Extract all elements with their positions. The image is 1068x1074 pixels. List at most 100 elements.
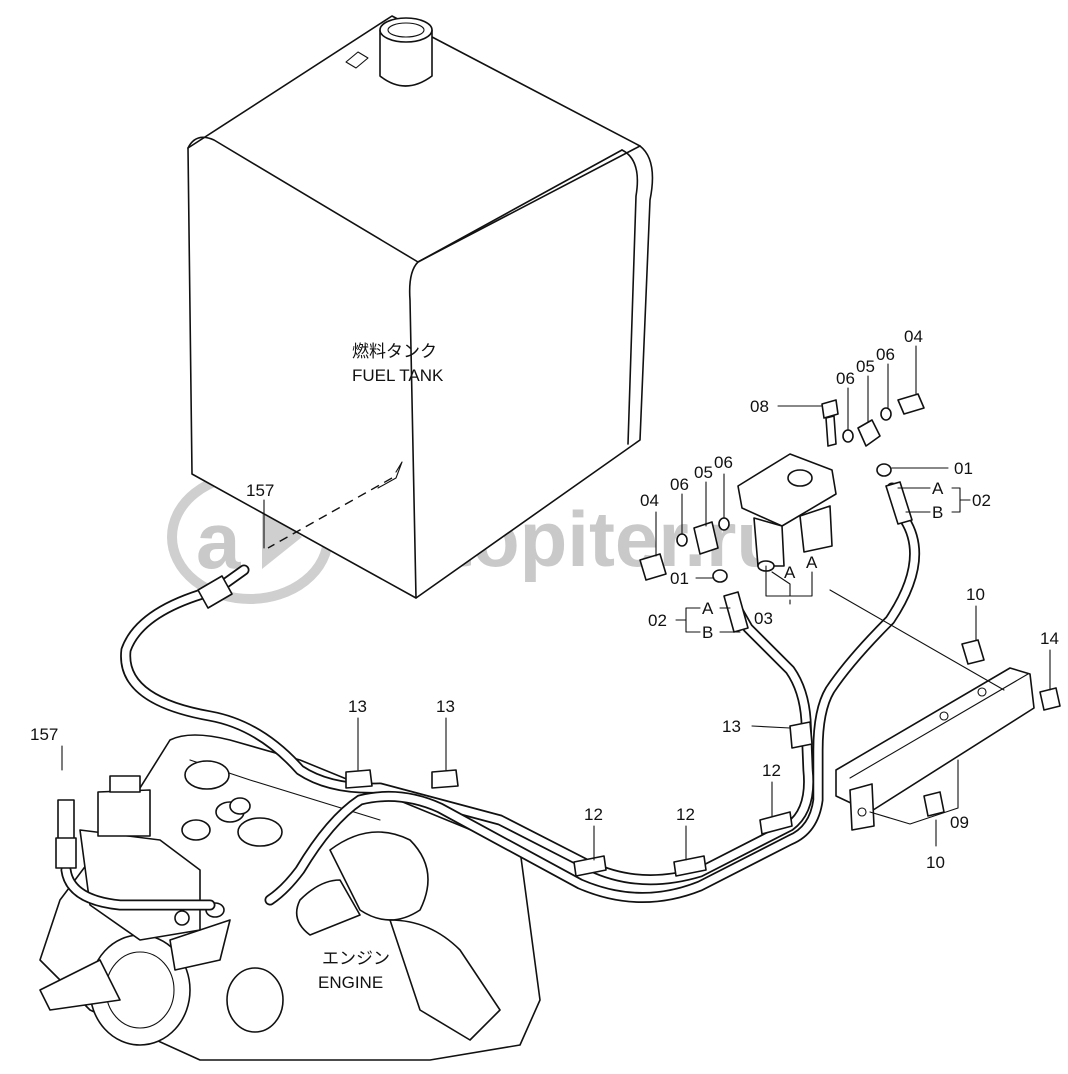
clamps-13	[345, 721, 813, 789]
bracket-hole-3	[977, 687, 987, 697]
filter-to-bracket-line	[829, 589, 1005, 691]
callout-04-right: 04	[904, 327, 923, 346]
fuel-filler-opening	[387, 22, 425, 38]
leader-lines	[61, 345, 1051, 861]
callout-A-left: A	[702, 599, 714, 618]
filter-bowl-1	[753, 517, 785, 567]
left-hose-fitting	[723, 591, 749, 633]
watermark-arrow-icon	[262, 505, 302, 569]
callout-labels: 157 157 04 06 05 06 08 01 04 06 05 06 01…	[30, 327, 1059, 872]
callout-06-l2: 06	[714, 453, 733, 472]
fuel-filter-engine	[97, 789, 151, 837]
engine	[39, 734, 541, 1061]
clamp-13-c	[789, 721, 813, 749]
engine-feed-fitting	[55, 837, 77, 869]
callout-01-left: 01	[670, 569, 689, 588]
callout-05-l: 05	[694, 463, 713, 482]
right-hose-fitting	[885, 481, 913, 525]
fuel-filler-cap	[379, 17, 433, 43]
clamp-13-b	[431, 769, 459, 789]
engine-turbo	[329, 831, 429, 921]
fuel-tank-label-en: FUEL TANK	[352, 366, 444, 385]
engine-label-en: ENGINE	[318, 973, 383, 992]
callout-A-right: A	[932, 479, 944, 498]
callout-14: 14	[1040, 629, 1059, 648]
engine-fan-blade-2	[169, 919, 231, 971]
engine-fitting-2	[174, 910, 190, 926]
washer-06-l2	[718, 517, 730, 531]
nut-01-l	[712, 569, 728, 583]
bolt-08-shank	[825, 415, 837, 447]
leader-03	[765, 565, 813, 605]
fuel-filler-neck	[379, 29, 433, 87]
injection-pump	[79, 829, 201, 941]
callout-04-left: 04	[640, 491, 659, 510]
bracket-09	[835, 639, 1061, 831]
engine-injector-2	[181, 819, 211, 841]
engine-label-jp: エンジン	[322, 949, 390, 968]
bolt-10-top	[961, 639, 985, 665]
callout-12-c: 12	[762, 761, 781, 780]
callout-01-right: 01	[954, 459, 973, 478]
engine-fan-blade-1	[39, 959, 121, 1011]
washer-06-r2	[880, 407, 892, 421]
engine-feed-hose-inner	[62, 866, 214, 909]
tank-hose-fitting	[197, 575, 233, 609]
engine-manifold	[389, 919, 501, 1041]
callout-13-b: 13	[436, 697, 455, 716]
bracket-hole-2	[939, 711, 949, 721]
callout-13-c: 13	[722, 717, 741, 736]
callout-157-top: 157	[246, 481, 274, 500]
filter-port	[787, 469, 813, 487]
engine-cap-2	[237, 817, 283, 847]
callout-09: 09	[950, 813, 969, 832]
callout-B-right: B	[932, 503, 943, 522]
callout-12-a: 12	[584, 805, 603, 824]
callout-03: 03	[754, 609, 773, 628]
clamp-12-b	[673, 855, 707, 877]
washer-06-l1	[676, 533, 688, 547]
bracket-body	[835, 667, 1035, 813]
nut-14	[1039, 687, 1061, 711]
return-hose-inner	[266, 484, 919, 904]
bolt-04-l	[639, 553, 667, 581]
callout-B-left: B	[702, 623, 713, 642]
fuel-hoses	[55, 481, 921, 911]
callout-06-r1: 06	[836, 369, 855, 388]
engine-elbow	[295, 879, 361, 936]
callout-06-r2: 06	[876, 345, 895, 364]
callout-06-l1: 06	[670, 475, 689, 494]
fuel-tank-rim	[621, 149, 639, 445]
callout-05-r: 05	[856, 357, 875, 376]
bolt-08-head	[821, 399, 839, 419]
filter-head	[737, 453, 837, 527]
fuel-tank-label-jp: 燃料タンク	[352, 342, 437, 361]
clamp-12-c	[759, 811, 793, 835]
fuel-filter-engine-top	[109, 775, 141, 793]
bracket-edge	[849, 673, 1029, 779]
callout-02-left: 02	[648, 611, 667, 630]
engine-alternator	[226, 967, 284, 1033]
callout-02-right: 02	[972, 491, 991, 510]
callout-08: 08	[750, 397, 769, 416]
bolt-04-r	[897, 393, 925, 415]
tank-vent	[345, 51, 369, 69]
bracket-hole	[857, 807, 867, 817]
supply-hose-inner	[121, 566, 813, 884]
fuel-filter-assembly	[639, 393, 925, 583]
fuel-tank-rim-top	[417, 149, 623, 263]
nut-01-r	[876, 463, 892, 477]
tank-outlet	[377, 461, 403, 489]
callout-10-top: 10	[966, 585, 985, 604]
watermark-logo-letter: a	[196, 496, 241, 585]
callout-157-left: 157	[30, 725, 58, 744]
callout-12-b: 12	[676, 805, 695, 824]
engine-cap-1	[184, 760, 230, 790]
fuel-tank-top-edge	[187, 136, 641, 263]
leader-09	[869, 759, 959, 825]
washer-06-r1	[842, 429, 854, 443]
bracket-foot	[849, 783, 875, 831]
clamps-12	[573, 811, 793, 877]
